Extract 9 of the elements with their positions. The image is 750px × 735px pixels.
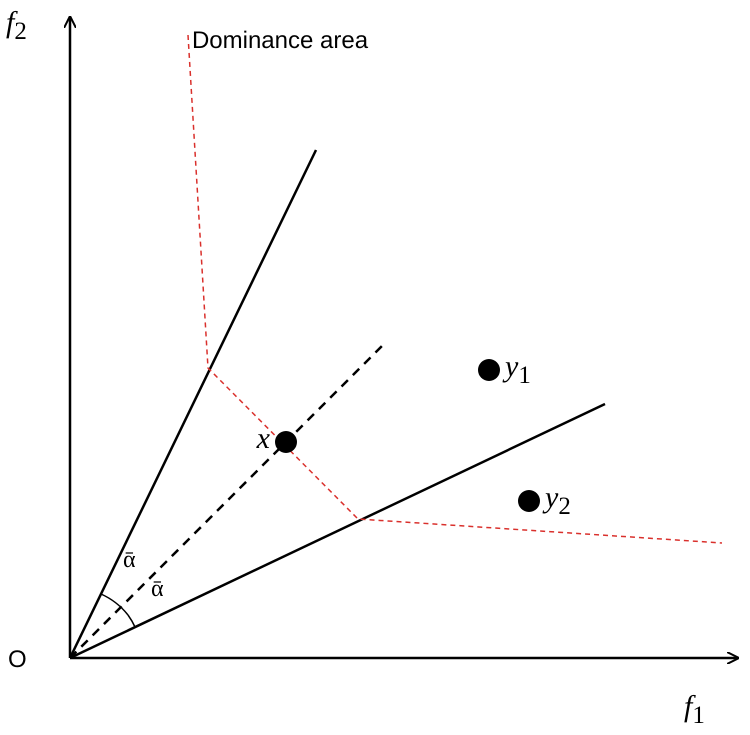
region-label: Dominance area (190, 26, 370, 56)
angle-label: ᾱ (151, 577, 164, 601)
point-label: x (256, 424, 270, 454)
axis-label: f$_{1}$ (684, 692, 705, 728)
point-label: y$_{1}$ (505, 352, 531, 388)
axis-label: f$_{2}$ (6, 8, 27, 44)
origin-label: O (8, 648, 27, 672)
angle-label: ᾱ (123, 548, 136, 572)
point-label: y$_{2}$ (545, 483, 571, 519)
